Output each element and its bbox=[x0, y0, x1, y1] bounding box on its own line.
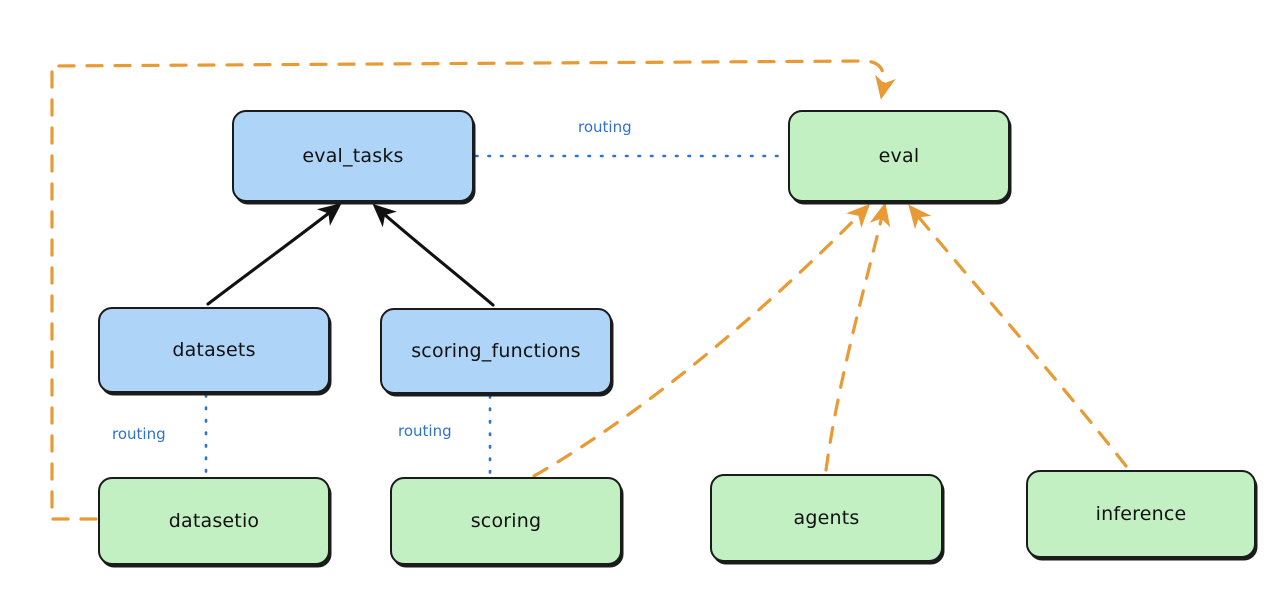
edge-scoring-eval bbox=[532, 203, 871, 478]
edge-scoring_functions-eval_tasks bbox=[372, 203, 495, 307]
node-eval[interactable]: eval bbox=[788, 110, 1010, 202]
node-label: eval bbox=[878, 145, 920, 167]
node-scoring_functions[interactable]: scoring_functions bbox=[380, 308, 612, 394]
node-scoring[interactable]: scoring bbox=[390, 477, 622, 565]
edge-datasets-eval_tasks bbox=[206, 203, 342, 306]
node-eval_tasks[interactable]: eval_tasks bbox=[232, 110, 474, 202]
node-label: inference bbox=[1095, 503, 1187, 525]
node-label: datasetio bbox=[168, 510, 260, 532]
edge-agents-eval bbox=[824, 202, 891, 472]
node-inference[interactable]: inference bbox=[1026, 470, 1256, 558]
node-label: datasets bbox=[172, 339, 256, 361]
node-label: scoring bbox=[470, 510, 542, 532]
edge-inference-eval bbox=[908, 204, 1128, 468]
node-label: scoring_functions bbox=[411, 340, 581, 362]
node-datasetio[interactable]: datasetio bbox=[98, 477, 330, 565]
node-label: eval_tasks bbox=[302, 145, 404, 167]
node-datasets[interactable]: datasets bbox=[98, 307, 330, 393]
edge-label-scoring_functions-scoring: routing bbox=[398, 422, 452, 440]
edge-label-datasets-datasetio: routing bbox=[112, 425, 166, 443]
edge-datasetio-eval bbox=[50, 59, 896, 521]
node-agents[interactable]: agents bbox=[710, 474, 943, 562]
edge-label-eval_tasks-eval: routing bbox=[578, 118, 632, 136]
node-label: agents bbox=[793, 507, 860, 529]
